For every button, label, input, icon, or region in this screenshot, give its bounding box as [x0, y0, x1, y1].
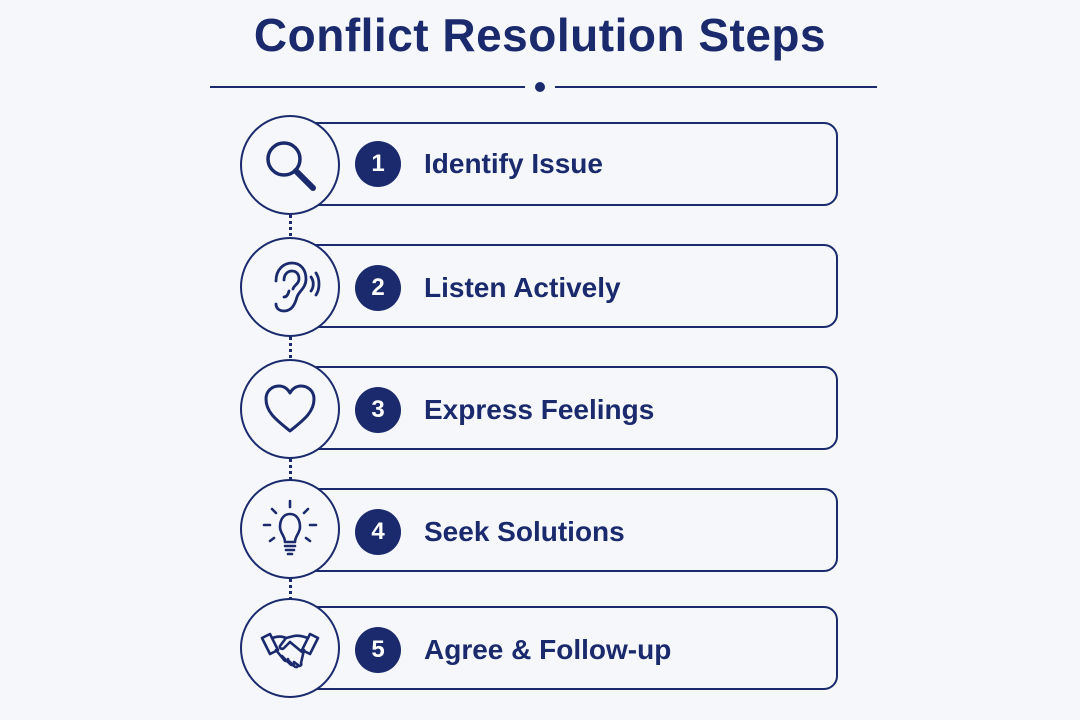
step-icon-circle	[240, 479, 340, 579]
ear-icon	[274, 261, 321, 313]
title-divider-right	[555, 86, 877, 88]
step-label: Express Feelings	[424, 394, 655, 425]
step-label: Listen Actively	[424, 272, 621, 303]
step-connector	[289, 458, 292, 488]
step-number-badge: 4	[355, 509, 401, 555]
step-icon-circle	[240, 598, 340, 698]
step-label: Seek Solutions	[424, 516, 625, 547]
step-number-badge: 2	[355, 265, 401, 311]
step-number-badge: 5	[355, 627, 401, 673]
step-connector	[289, 336, 292, 366]
handshake-icon	[260, 632, 320, 669]
heart-icon	[264, 384, 316, 433]
step-number-badge: 1	[355, 141, 401, 187]
title-divider-left	[210, 86, 525, 88]
step-connector	[289, 214, 292, 244]
step-connector	[289, 578, 292, 608]
step-label: Agree & Follow-up	[424, 634, 672, 665]
step-icon-circle	[240, 359, 340, 459]
step-icon-circle	[240, 237, 340, 337]
page-title: Conflict Resolution Steps	[253, 9, 827, 61]
step-number-badge: 3	[355, 387, 401, 433]
title-divider-dot	[535, 82, 545, 92]
step-label: Identify Issue	[424, 148, 603, 179]
magnifying-glass-icon	[266, 141, 316, 191]
step-icon-circle	[240, 115, 340, 215]
lightbulb-icon	[262, 499, 318, 556]
